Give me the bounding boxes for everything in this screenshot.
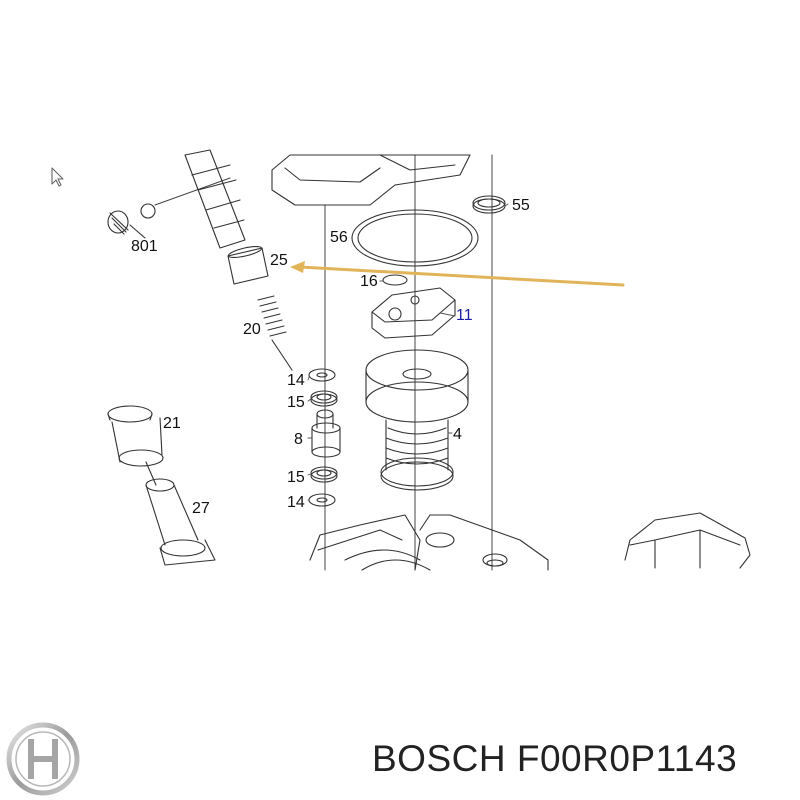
part-14-washer-lower (308, 493, 336, 507)
label-16: 16 (360, 273, 378, 290)
label-14-lower: 14 (287, 494, 305, 511)
part-56-oring (351, 209, 479, 267)
part-55-ring (472, 195, 506, 214)
label-27: 27 (192, 500, 210, 517)
label-8: 8 (294, 431, 303, 448)
label-14-upper: 14 (287, 372, 305, 389)
label-20: 20 (243, 321, 261, 338)
lower-housing (309, 514, 549, 571)
part-8-valve (311, 409, 341, 458)
part-27-tube (145, 478, 216, 566)
part-15-seal-upper (310, 390, 338, 407)
part-15-seal-lower (310, 466, 338, 483)
leader-lines (307, 203, 509, 501)
part-801 (107, 203, 156, 239)
part-16-ring (382, 274, 408, 286)
part-4-piston-spring (365, 349, 469, 491)
top-housing (271, 154, 471, 206)
part-labels: 801 25 56 55 16 11 20 14 15 8 4 21 15 14… (131, 197, 530, 517)
label-25: 25 (270, 252, 288, 269)
brand-part-caption: BOSCH F00R0P1143 (372, 738, 738, 779)
label-15-upper: 15 (287, 394, 305, 411)
mouse-cursor-icon (51, 167, 64, 187)
part-11-plate (371, 287, 456, 339)
highlight-arrow (290, 261, 625, 287)
bosch-logo (6, 722, 80, 796)
label-801: 801 (131, 238, 158, 255)
part-14-washer-upper (308, 368, 336, 382)
label-15-lower: 15 (287, 469, 305, 486)
axis-lines (154, 154, 493, 571)
part-21-sleeve (107, 405, 164, 486)
injector-body (184, 149, 246, 249)
label-4: 4 (453, 426, 462, 443)
right-bracket (624, 512, 751, 569)
part-20-spring (257, 295, 293, 371)
label-21: 21 (163, 415, 181, 432)
label-55: 55 (512, 197, 530, 214)
label-11: 11 (456, 307, 473, 324)
part-25-sleeve (227, 245, 269, 285)
label-56: 56 (330, 229, 348, 246)
